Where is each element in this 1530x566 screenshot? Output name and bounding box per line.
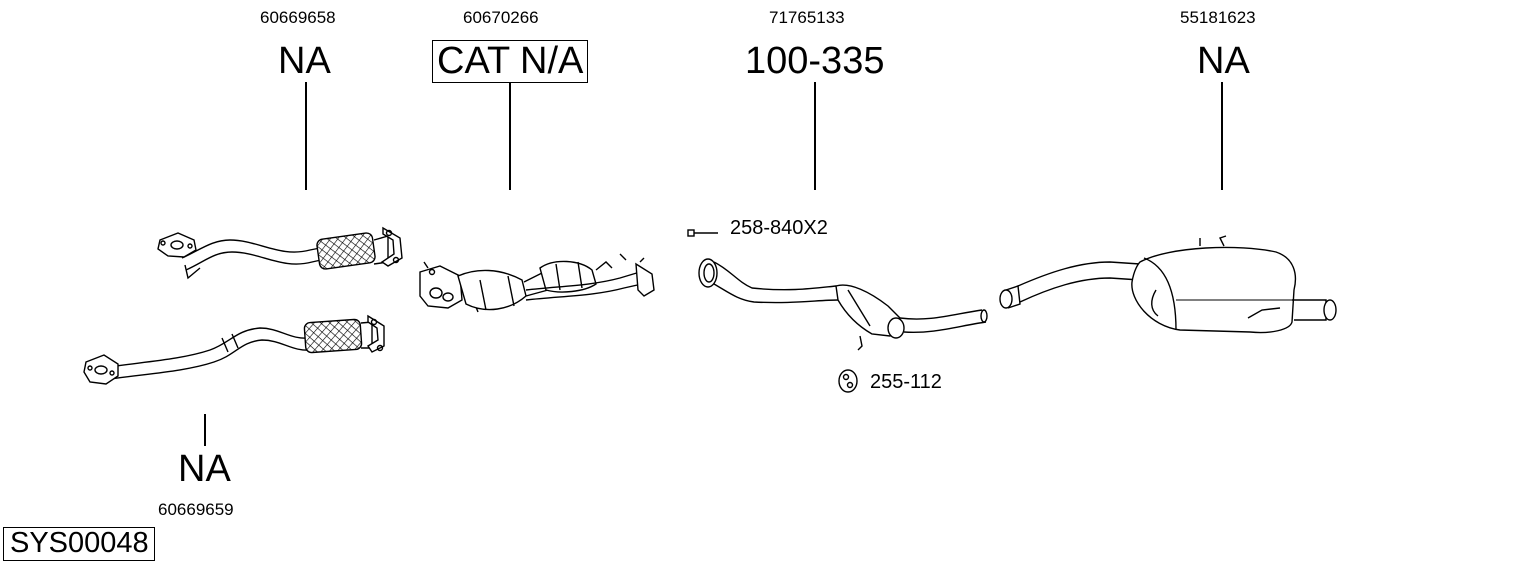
part-5-code[interactable]: NA (178, 448, 231, 490)
part-1-oem-number: 60669658 (260, 8, 336, 27)
part-3-oem-number: 71765133 (769, 8, 845, 27)
rear-silencer-drawing[interactable] (999, 235, 1337, 334)
part-2-leader-line (509, 82, 511, 190)
rubber-hanger-icon (838, 369, 858, 393)
system-code-label: SYS00048 (3, 527, 155, 561)
accessory-hanger-code[interactable]: 255-112 (870, 371, 942, 393)
part-3-leader-line (814, 82, 816, 190)
part-4-leader-line (1221, 82, 1223, 190)
part-1-code[interactable]: NA (278, 40, 331, 82)
intermediate-pipe-drawing[interactable] (698, 258, 988, 351)
bolt-icon (687, 229, 718, 237)
front-pipe-lower-drawing[interactable] (83, 314, 385, 385)
part-4-code[interactable]: NA (1197, 40, 1250, 82)
part-1-leader-line (305, 82, 307, 190)
accessory-bolt-code[interactable]: 258-840X2 (730, 217, 828, 239)
part-2-oem-number: 60670266 (463, 8, 539, 27)
front-pipe-upper-drawing[interactable] (157, 226, 403, 280)
part-4-oem-number: 55181623 (1180, 8, 1256, 27)
part-5-leader-line (204, 414, 206, 446)
part-2-code[interactable]: CAT N/A (432, 40, 589, 83)
part-3-code[interactable]: 100-335 (745, 40, 885, 82)
catalytic-converter-drawing[interactable] (419, 253, 655, 313)
part-5-oem-number: 60669659 (158, 500, 234, 519)
